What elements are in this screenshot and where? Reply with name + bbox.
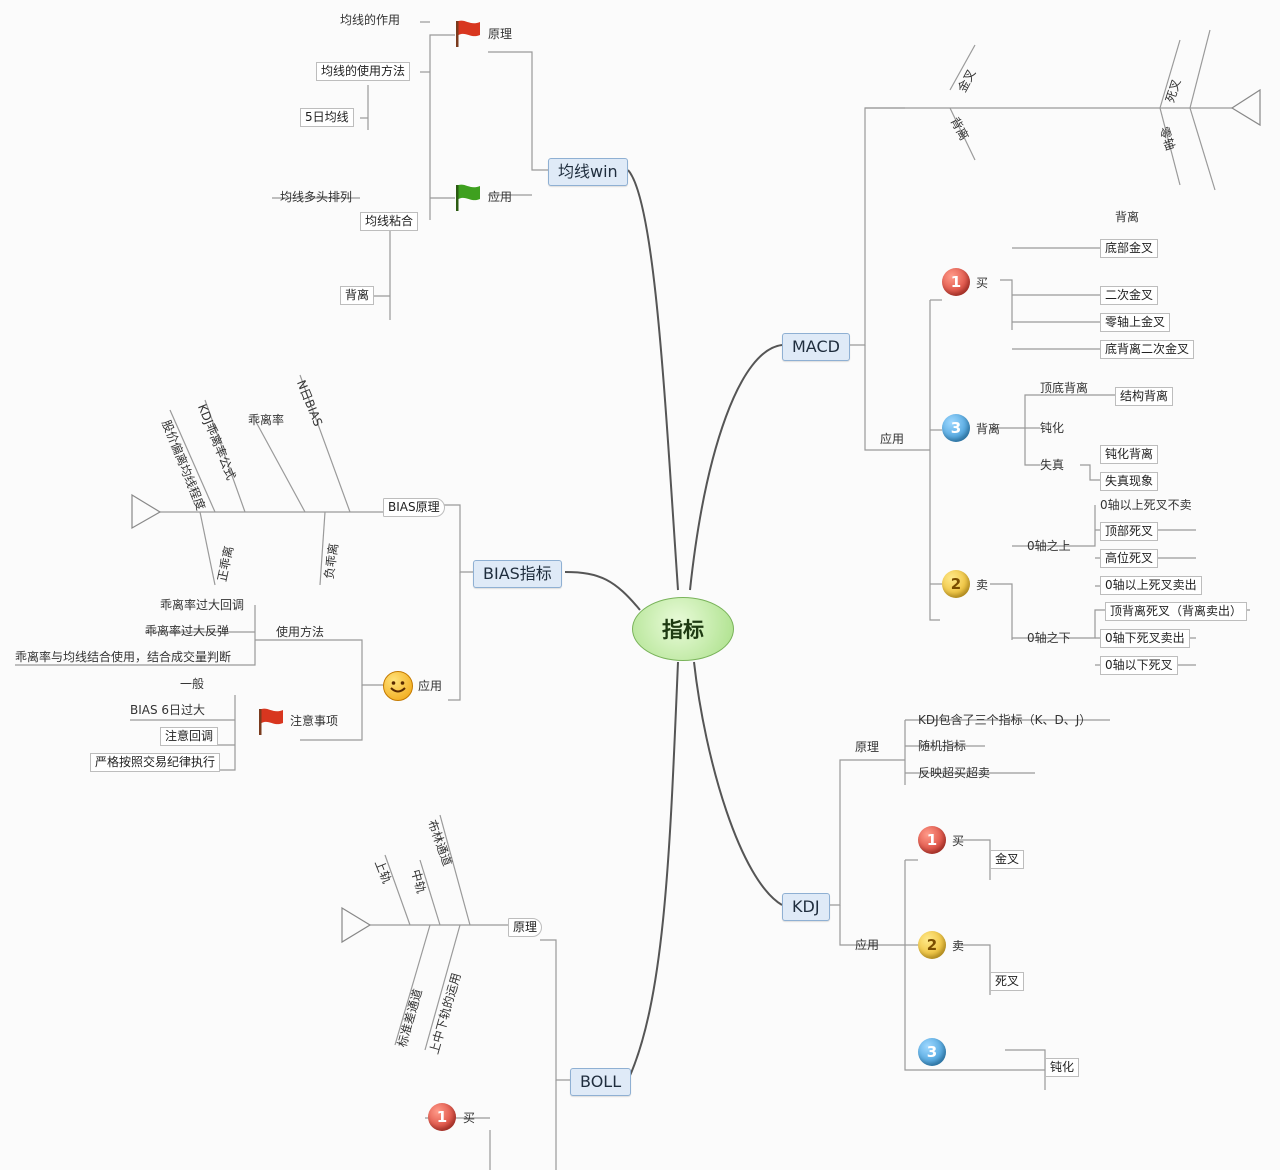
kdj-principle-leaf-3: 反映超买超卖: [918, 766, 991, 780]
kdj-principle-leaf-2: 随机指标: [918, 739, 967, 753]
macd-sell-sub-1: 0轴之上: [1027, 539, 1071, 553]
macd-watch-sub-2: 钝化: [1040, 421, 1065, 435]
macd-watch-label: 背离: [976, 422, 1001, 436]
macd-watch-sub-3: 失真: [1040, 458, 1065, 472]
boll-buy-label: 买: [463, 1111, 476, 1125]
priority-3-icon: 3: [918, 1038, 946, 1066]
branch-boll[interactable]: BOLL: [570, 1068, 632, 1096]
link-center-macd: [689, 344, 783, 591]
branch-bias[interactable]: BIAS指标: [473, 560, 562, 588]
kdj-principle-leaf-1: KDJ包含了三个指标（K、D、J）: [918, 713, 1092, 727]
macd-buy-leaf-2: 二次金叉: [1100, 286, 1159, 305]
link-center-ma: [627, 169, 679, 591]
macd-watch-leaf-3: 失真现象: [1100, 472, 1159, 491]
bias-flag-label: 注意事项: [290, 714, 339, 728]
bias-usage-leaf-2: 乖离率过大反弹: [145, 624, 230, 638]
branch-ma[interactable]: 均线win: [548, 158, 628, 186]
ma-bottom-leaf: 背离: [340, 286, 375, 305]
branch-macd[interactable]: MACD: [782, 333, 850, 361]
red-flag-icon: [456, 20, 480, 47]
priority-2-icon: 2: [918, 931, 946, 959]
macd-app-label: 应用: [880, 432, 905, 446]
branch-ma-label: 均线win: [558, 162, 618, 181]
macd-sell-leaf-3: 0轴以上死叉卖出: [1100, 576, 1202, 595]
macd-sell-label: 卖: [976, 578, 989, 592]
priority-1-icon: 1: [428, 1103, 456, 1131]
boll-fish-label: 原理: [508, 918, 543, 937]
kdj-principle-label: 原理: [855, 740, 880, 754]
bias-note-1: 一般: [180, 677, 205, 691]
bias-usage-label: 使用方法: [276, 625, 325, 639]
ma-top-leaf-2: 均线的使用方法: [316, 62, 411, 81]
macd-buy-leaf-4: 底背离二次金叉: [1100, 340, 1195, 359]
kdj-sell-leaf: 死叉: [990, 972, 1025, 991]
branch-kdj-label: KDJ: [792, 897, 820, 916]
ma-top-leaf-1: 均线的作用: [340, 13, 401, 27]
central-topic[interactable]: 指标: [632, 597, 734, 661]
kdj-sell-label: 卖: [952, 939, 965, 953]
bias-note-4: 严格按照交易纪律执行: [90, 753, 221, 772]
macd-sell-sub-2: 0轴之下: [1027, 631, 1071, 645]
bias-usage-leaf-3: 乖离率与均线结合使用，结合成交量判断: [15, 650, 232, 664]
branch-bias-label: BIAS指标: [483, 564, 552, 583]
bias-note-2: BIAS 6日过大: [130, 703, 206, 717]
kdj-buy-leaf: 金叉: [990, 850, 1025, 869]
bias-fish-upper-1: 乖离率: [248, 413, 285, 427]
ma-mid-leaf-2: 均线粘合: [360, 212, 419, 231]
branch-boll-label: BOLL: [580, 1072, 622, 1091]
smiley-icon: [383, 671, 413, 701]
priority-1-icon: 1: [942, 268, 970, 296]
macd-watch-leaf-2: 钝化背离: [1100, 445, 1159, 464]
macd-watch-sub-1: 顶底背离: [1040, 381, 1089, 395]
ma-mid-leaf-1: 均线多头排列: [280, 190, 353, 204]
macd-sell-head: 0轴以上死叉不卖: [1100, 498, 1192, 512]
ma-flag-green-label: 应用: [488, 190, 513, 204]
kdj-app-label: 应用: [855, 938, 880, 952]
macd-watch-leaf-1: 结构背离: [1115, 387, 1174, 406]
bias-note-3: 注意回调: [160, 727, 219, 746]
link-center-bias: [564, 571, 641, 611]
priority-3-icon: 3: [942, 414, 970, 442]
macd-sell-leaf-4: 顶背离死叉（背离卖出）: [1105, 602, 1248, 621]
macd-sell-leaf-5: 0轴下死叉卖出: [1100, 629, 1190, 648]
bias-fish-label: BIAS原理: [383, 498, 445, 517]
link-center-boll: [627, 661, 679, 1081]
link-center-kdj: [693, 661, 783, 906]
ma-flag-red-label: 原理: [488, 27, 513, 41]
macd-buy-leaf-3: 零轴上金叉: [1100, 313, 1171, 332]
green-flag-icon: [456, 184, 480, 211]
red-flag-icon: [259, 708, 283, 735]
bias-usage-leaf-1: 乖离率过大回调: [160, 598, 245, 612]
macd-buy-leaf-1: 底部金叉: [1100, 239, 1159, 258]
macd-sell-leaf-1: 顶部死叉: [1100, 522, 1159, 541]
macd-sell-leaf-6: 0轴以下死叉: [1100, 656, 1178, 675]
macd-sell-leaf-2: 高位死叉: [1100, 549, 1159, 568]
kdj-buy-label: 买: [952, 834, 965, 848]
central-topic-label: 指标: [662, 618, 704, 642]
ma-top-leaf-3: 5日均线: [300, 108, 354, 127]
branch-macd-label: MACD: [792, 337, 840, 356]
bias-app-label: 应用: [418, 679, 443, 693]
macd-buy-top: 背离: [1115, 210, 1140, 224]
priority-1-icon: 1: [918, 826, 946, 854]
kdj-third-leaf: 钝化: [1045, 1058, 1080, 1077]
branch-kdj[interactable]: KDJ: [782, 893, 830, 921]
macd-buy-label: 买: [976, 276, 989, 290]
priority-2-icon: 2: [942, 570, 970, 598]
